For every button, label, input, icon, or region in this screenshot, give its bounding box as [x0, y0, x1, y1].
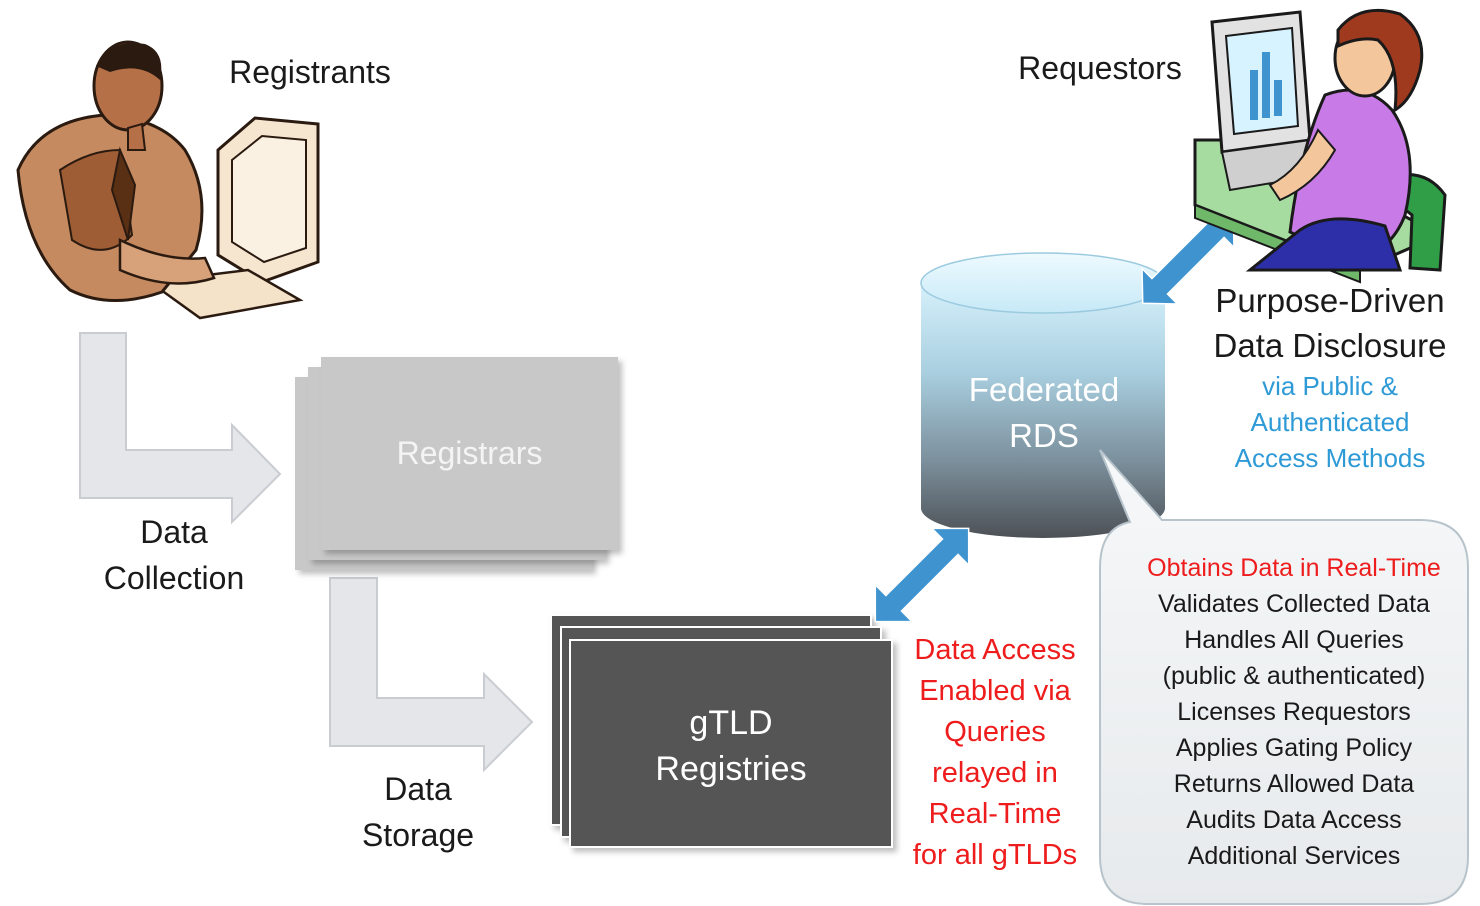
federated-rds-label: Federated RDS: [968, 371, 1120, 454]
callout-bubble: [1099, 449, 1469, 905]
registrant-man-icon: [16, 40, 320, 320]
federated-rds-cylinder: [920, 252, 1166, 538]
flow-arrow-data-collection: [79, 332, 282, 525]
callout-item: Applies Gating Policy: [1175, 734, 1413, 762]
gtld-registries-label: gTLD Registries: [655, 704, 807, 788]
callout-item: Returns Allowed Data: [1173, 770, 1415, 798]
callout-item: Validates Collected Data: [1158, 590, 1430, 618]
data-access-label: Data Access Enabled via Queries relayed …: [912, 634, 1078, 871]
disclosure-title: Purpose-Driven Data Disclosure: [1213, 282, 1447, 364]
callout-highlight: Obtains Data in Real-Time: [1147, 554, 1441, 582]
double-arrow-registries-rds: [874, 527, 970, 623]
flow-arrow-data-storage: [329, 577, 534, 773]
registrants-label: Registrants: [229, 54, 391, 90]
data-storage-label: Data Storage: [361, 771, 475, 853]
callout-item: (public & authenticated): [1162, 662, 1426, 690]
callout-item: Licenses Requestors: [1177, 698, 1411, 726]
requestors-label: Requestors: [1018, 50, 1182, 86]
callout-item: Additional Services: [1187, 842, 1401, 870]
registrars-stack: [295, 357, 618, 570]
callout-text: Obtains Data in Real-Time Validates Coll…: [1110, 550, 1478, 874]
callout-item: Handles All Queries: [1184, 626, 1404, 654]
requestor-woman-icon: [1193, 8, 1447, 284]
registrars-label: Registrars: [396, 435, 543, 471]
data-collection-label: Data Collection: [103, 514, 245, 596]
callout-item: Audits Data Access: [1186, 806, 1402, 834]
disclosure-subtitle: via Public & Authenticated Access Method…: [1234, 371, 1426, 473]
gtld-registries-stack: [550, 614, 893, 848]
